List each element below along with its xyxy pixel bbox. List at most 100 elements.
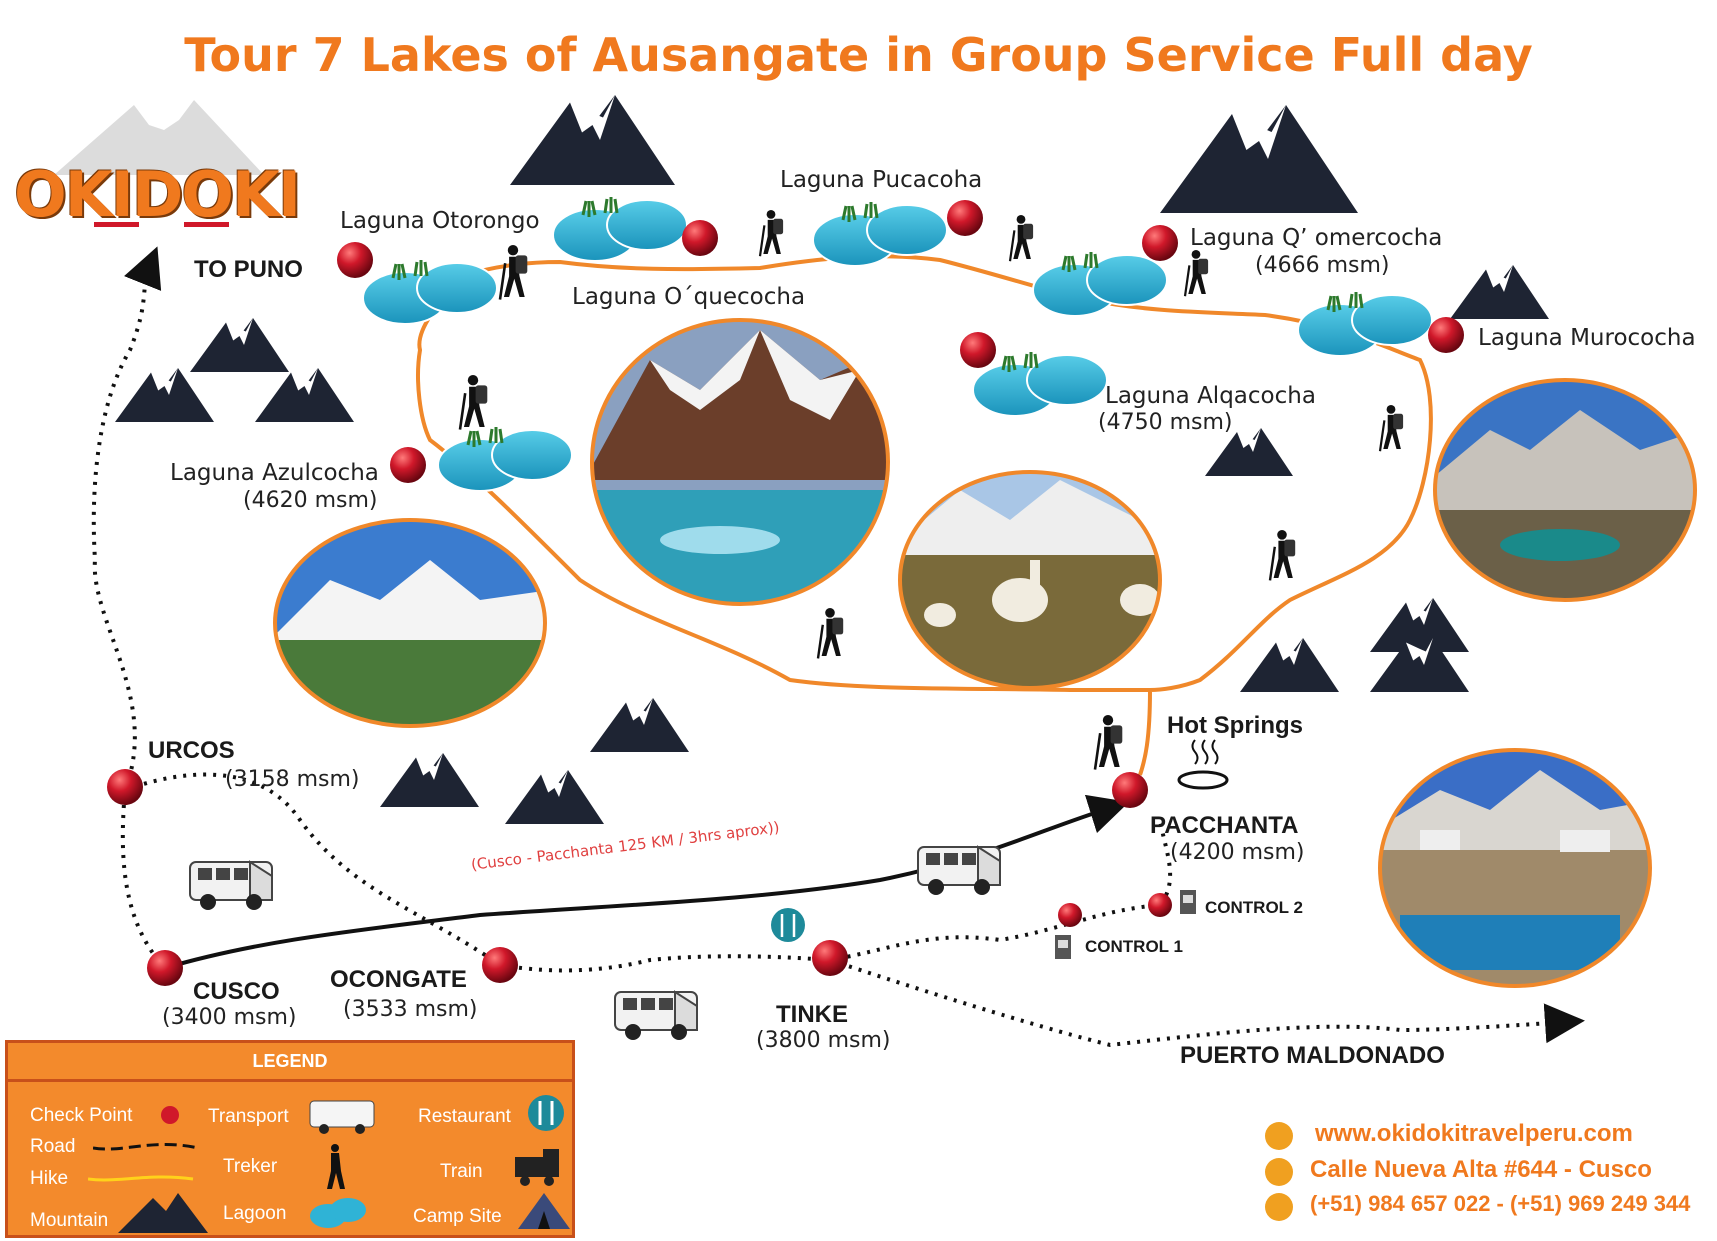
checkpoint-control2	[1148, 893, 1172, 917]
legend-label-transport: Transport	[208, 1106, 289, 1127]
checkpoint-tinke	[812, 940, 848, 976]
lake-label-murococha: Laguna Murococha	[1478, 325, 1696, 351]
place-label-to-puno: TO PUNO	[194, 256, 303, 283]
checkpoint-pacchanta	[1112, 772, 1148, 808]
contact-phones[interactable]: (+51) 984 657 022 - (+51) 969 249 344	[1310, 1191, 1691, 1216]
lake-altitude-azulcocha: (4620 msm)	[243, 488, 378, 513]
hike-trail	[416, 254, 1433, 776]
place-label-urcos: URCOS	[148, 737, 235, 764]
mountain-icon	[510, 95, 675, 185]
legend-restaurant-icon	[528, 1095, 564, 1131]
hiker-icon	[1093, 713, 1124, 771]
lagoon-otorongo	[361, 258, 499, 326]
place-label-pacchanta: PACCHANTA	[1150, 812, 1299, 839]
hiker-icon	[1183, 248, 1210, 298]
road-dotted-east	[124, 772, 1173, 973]
lake-label-qomercocha: Laguna Q’ omercocha	[1190, 225, 1443, 251]
logo-underline	[184, 222, 229, 227]
legend-label-hike: Hike	[30, 1168, 69, 1189]
mountain-icon	[505, 770, 604, 824]
legend-hike-icon	[88, 1175, 194, 1182]
photo-murococha	[1433, 378, 1697, 602]
mountain-icon	[1450, 265, 1549, 319]
place-label-hot-springs: Hot Springs	[1167, 712, 1303, 739]
lagoon-pucacoha	[811, 200, 949, 268]
place-label-control2: CONTROL 2	[1205, 898, 1303, 917]
logo-underline	[94, 222, 139, 227]
place-altitude-urcos: (3158 msm)	[225, 767, 360, 792]
lake-label-azulcocha: Laguna Azulcocha	[170, 460, 379, 486]
legend: LEGEND Check Point Road Hike Mountain Tr…	[5, 1040, 575, 1238]
legend-label-road: Road	[30, 1136, 76, 1157]
photo-ausangate-lake	[590, 318, 890, 606]
legend-mountain-icon	[118, 1193, 208, 1233]
place-label-puerto-maldonado: PUERTO MALDONADO	[1180, 1042, 1445, 1069]
mountain-icon	[190, 318, 289, 372]
contact-address: Calle Nueva Alta #644 - Cusco	[1310, 1156, 1652, 1183]
checkpoint-marker	[390, 447, 426, 483]
lagoon-murococha	[1296, 290, 1434, 358]
whatsapp-icon	[1265, 1193, 1293, 1221]
legend-lagoon-icon	[310, 1198, 366, 1228]
logo-mountain-icon	[54, 100, 264, 175]
place-altitude-pacchanta: (4200 msm)	[1170, 840, 1305, 865]
road-to-puno	[91, 246, 167, 970]
van-icon	[614, 991, 698, 1041]
checkpoint-marker	[337, 242, 373, 278]
checkpoint-marker	[960, 332, 996, 368]
hiker-icon	[816, 606, 845, 660]
legend-label-camp-site: Camp Site	[413, 1206, 502, 1227]
contact-website[interactable]: www.okidokitravelperu.com	[1315, 1120, 1633, 1147]
photo-mountain-meadow	[273, 518, 547, 728]
lagoon-qomercocha	[1031, 250, 1169, 318]
legend-label-lagoon: Lagoon	[223, 1203, 287, 1224]
control-booth-icon	[1180, 890, 1196, 914]
place-label-cusco: CUSCO	[193, 978, 280, 1005]
hiker-icon	[758, 208, 785, 258]
legend-label-restaurant: Restaurant	[418, 1106, 511, 1127]
hot-springs-icon	[1177, 739, 1229, 790]
hiker-icon	[1268, 528, 1297, 582]
legend-label-train: Train	[440, 1161, 483, 1182]
van-icon	[189, 861, 273, 911]
logo-wordmark: OKIDOKI	[14, 158, 301, 231]
place-altitude-cusco: (3400 msm)	[162, 1005, 297, 1030]
legend-label-treker: Treker	[223, 1156, 278, 1177]
legend-label-mountain: Mountain	[30, 1210, 109, 1231]
place-label-tinke: TINKE	[776, 1001, 848, 1028]
lake-label-oquecocha: Laguna O´quecocha	[572, 284, 806, 310]
lagoon-alqacocha	[971, 350, 1109, 418]
mountain-icon	[590, 698, 689, 752]
legend-heading: LEGEND	[8, 1043, 572, 1082]
photo-hot-springs	[1378, 748, 1652, 988]
legend-label-check-point: Check Point	[30, 1105, 133, 1126]
mountain-icon	[1370, 598, 1469, 652]
mountain-icon	[115, 368, 214, 422]
hiker-icon	[458, 373, 489, 431]
checkpoint-marker	[947, 200, 983, 236]
page-title: Tour 7 Lakes of Ausangate in Group Servi…	[184, 28, 1533, 82]
mountain-icon	[1160, 105, 1358, 213]
mountain-icon	[255, 368, 354, 422]
place-label-ocongate: OCONGATE	[330, 966, 467, 993]
mountain-icon	[1240, 638, 1339, 692]
legend-treker-icon	[327, 1144, 345, 1189]
checkpoint-cusco	[147, 950, 183, 986]
lake-altitude-alqacocha: (4750 msm)	[1098, 410, 1233, 435]
checkpoint-marker	[1142, 225, 1178, 261]
place-altitude-tinke: (3800 msm)	[756, 1028, 891, 1053]
hiker-icon	[498, 243, 529, 301]
lake-altitude-qomercocha: (4666 msm)	[1255, 253, 1390, 278]
control-booth-icon	[1055, 935, 1071, 959]
road-cusco-pacchanta	[164, 794, 1130, 970]
lake-label-alqacocha: Laguna Alqacocha	[1105, 383, 1316, 409]
lagoon-oquecocha	[551, 195, 689, 263]
checkpoint-control1	[1058, 903, 1082, 927]
checkpoint-marker	[1428, 317, 1464, 353]
location-pin-icon	[1265, 1158, 1293, 1186]
hiker-icon	[1008, 213, 1035, 263]
lake-label-pucacoha: Laguna Pucacoha	[780, 167, 983, 193]
legend-road-icon	[93, 1142, 199, 1151]
mountain-icon	[1205, 428, 1293, 476]
